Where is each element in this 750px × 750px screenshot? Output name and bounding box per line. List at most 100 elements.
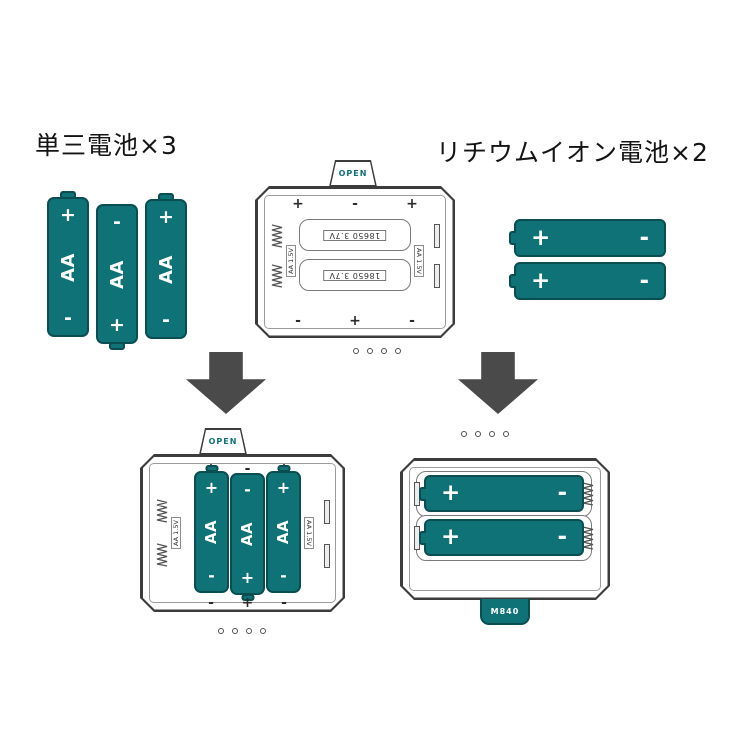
- cell-slot-label: 18650 3.7V: [323, 269, 387, 281]
- down-arrow-left: [186, 352, 266, 414]
- aa-side-label: AA 1.5V: [304, 517, 315, 549]
- battery-body: + AA -: [145, 199, 187, 339]
- aa-side-label: AA 1.5V: [285, 245, 296, 277]
- battery-polarity-bottom: +: [240, 568, 255, 587]
- spring-contact-icon: [582, 482, 594, 506]
- battery-polarity-left: +: [531, 224, 551, 251]
- open-label: OPEN: [338, 169, 368, 178]
- battery-type-label: AA: [106, 259, 128, 289]
- battery-type-label: AA: [57, 252, 79, 282]
- battery-polarity-bottom: +: [109, 314, 125, 336]
- flat-contact: [324, 500, 330, 524]
- spring-contact-icon: [582, 526, 594, 550]
- battery-type-label: AA: [238, 521, 257, 547]
- li-battery-1: + -: [509, 219, 666, 257]
- flat-contact: [434, 264, 440, 288]
- polarity-mark: +: [406, 196, 418, 212]
- battery-terminal-nub: [419, 486, 426, 501]
- bottom-contact-polarity-row: - + -: [290, 314, 420, 328]
- battery-polarity-left: +: [441, 480, 461, 506]
- battery-polarity-top: +: [158, 206, 174, 228]
- polarity-mark: +: [241, 595, 254, 611]
- battery-polarity-right: -: [557, 524, 567, 550]
- vent-dots: [218, 628, 266, 634]
- polarity-mark: -: [295, 313, 301, 329]
- vent-dot: [503, 431, 509, 437]
- vent-dots: [353, 348, 401, 354]
- battery-body: + AA -: [47, 197, 89, 337]
- vent-dot: [381, 348, 387, 354]
- down-arrow-right: [458, 352, 538, 414]
- battery-body: - AA +: [230, 473, 265, 595]
- compartment-inner-frame: [409, 467, 601, 591]
- battery-polarity-right: -: [639, 267, 649, 294]
- battery-terminal-nub: [241, 594, 254, 601]
- aa-side-label: AA 1.5V: [170, 517, 181, 549]
- installed-aa-battery-3: + AA -: [266, 465, 301, 593]
- open-tab-face: OPEN: [201, 430, 245, 453]
- cell-slot-2: 18650 3.7V: [299, 259, 411, 291]
- battery-polarity-bottom: -: [280, 566, 287, 585]
- aa-battery-2: - AA +: [96, 204, 138, 350]
- vent-dot: [353, 348, 359, 354]
- model-label: M840: [490, 606, 520, 616]
- battery-polarity-top: +: [276, 478, 291, 497]
- open-tab: OPEN: [329, 160, 377, 187]
- compartment-inner-frame: [149, 463, 336, 603]
- battery-type-label: AA: [202, 519, 221, 545]
- empty-battery-compartment: + - + AA 1.5V AA 1.5V 18650 3.7V 18650 3…: [255, 186, 455, 338]
- battery-polarity-right: -: [557, 480, 567, 506]
- cell-slot-label: 18650 3.7V: [323, 229, 387, 241]
- aa-batteries-title: 単三電池×3: [35, 131, 178, 160]
- polarity-mark: +: [292, 196, 304, 212]
- battery-terminal-nub: [419, 530, 426, 545]
- battery-polarity-top: +: [204, 478, 219, 497]
- installed-li-battery-1: + -: [419, 475, 584, 512]
- spring-contact-icon: [156, 543, 168, 567]
- vent-dot: [461, 431, 467, 437]
- aa-side-label: AA 1.5V: [414, 245, 425, 277]
- vent-dot: [489, 431, 495, 437]
- installed-aa-battery-1: + AA -: [194, 465, 229, 593]
- vent-dot: [367, 348, 373, 354]
- model-tab: M840: [480, 599, 530, 625]
- vent-dot: [395, 348, 401, 354]
- cell-slot-1: 18650 3.7V: [299, 219, 411, 251]
- battery-type-label: AA: [155, 254, 177, 284]
- battery-body: - AA +: [96, 204, 138, 344]
- battery-polarity-left: +: [441, 524, 461, 550]
- battery-polarity-top: -: [244, 480, 251, 499]
- battery-polarity-right: -: [639, 224, 649, 251]
- battery-polarity-bottom: -: [64, 307, 72, 329]
- open-label: OPEN: [208, 437, 238, 446]
- open-tab: OPEN: [199, 428, 247, 455]
- li-batteries-title: リチウムイオン電池×2: [436, 138, 709, 167]
- spring-contact-icon: [156, 499, 168, 523]
- open-tab-face: OPEN: [331, 162, 375, 185]
- vent-dot: [260, 628, 266, 634]
- top-contact-polarity-row: + - +: [290, 197, 420, 211]
- battery-type-label: AA: [274, 519, 293, 545]
- polarity-mark: -: [352, 196, 358, 212]
- flat-contact: [434, 224, 440, 248]
- vent-dot: [475, 431, 481, 437]
- battery-polarity-bottom: -: [208, 566, 215, 585]
- polarity-mark: -: [244, 461, 251, 477]
- aa-battery-1: + AA -: [47, 191, 89, 337]
- vent-dot: [218, 628, 224, 634]
- flat-contact: [324, 544, 330, 568]
- polarity-mark: +: [349, 313, 361, 329]
- compartment-with-li-batteries: + - + -: [400, 458, 610, 600]
- bottom-contact-polarity-row: - + -: [203, 596, 292, 610]
- installed-aa-battery-2: - AA +: [230, 473, 265, 601]
- polarity-mark: -: [409, 313, 415, 329]
- spring-contact-icon: [271, 224, 283, 248]
- battery-body: + AA -: [194, 471, 229, 593]
- compartment-inner-frame: [264, 195, 446, 329]
- battery-polarity-top: -: [113, 211, 121, 233]
- vent-dot: [232, 628, 238, 634]
- battery-body: + AA -: [266, 471, 301, 593]
- battery-terminal-nub: [509, 231, 516, 245]
- vent-dots: [461, 431, 509, 437]
